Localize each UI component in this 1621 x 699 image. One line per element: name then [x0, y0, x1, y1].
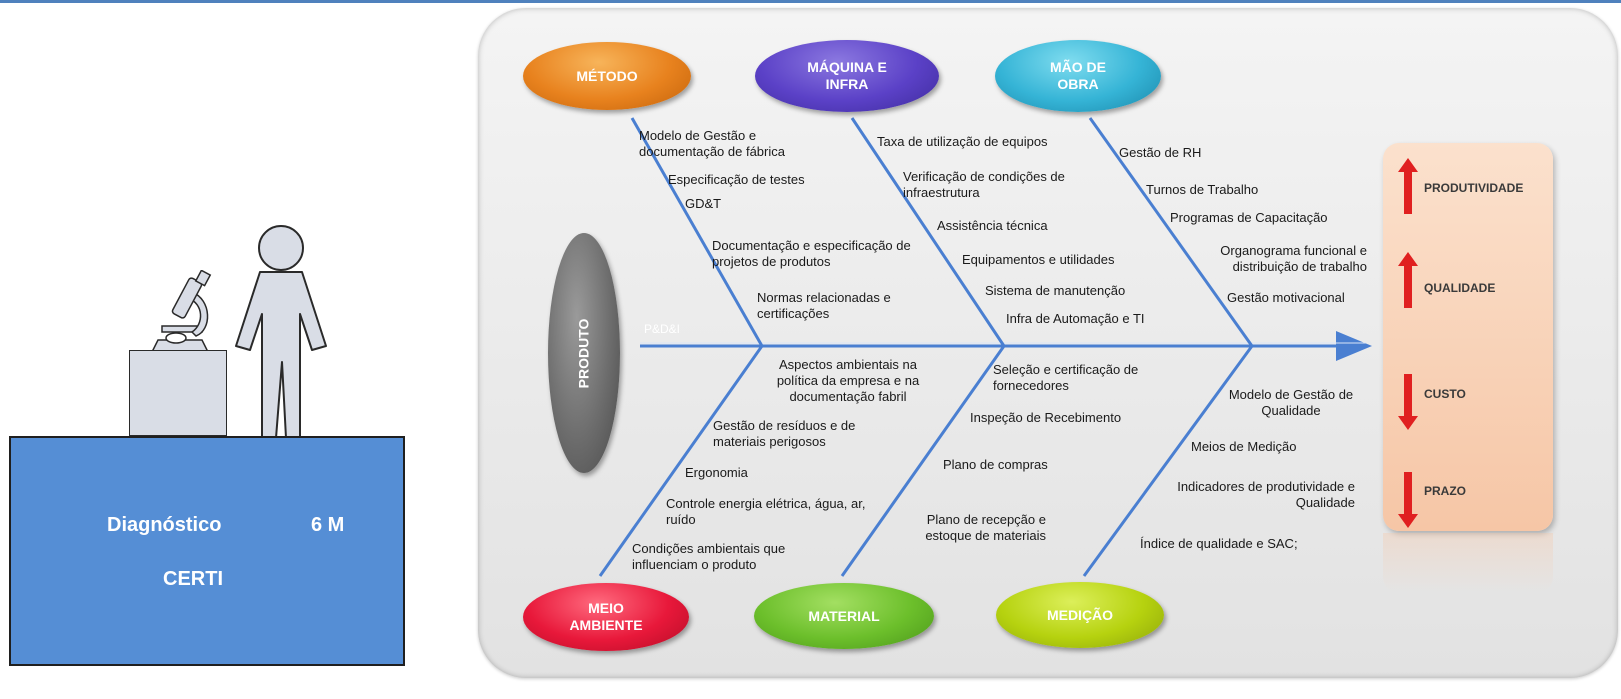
microscope-icon [150, 270, 212, 353]
arrow-down-icon [1398, 472, 1418, 528]
cause-maquina-5: Sistema de manutenção [985, 283, 1126, 298]
category-metodo: MÉTODO [523, 42, 691, 110]
cause-medicao-4: Índice de qualidade e SAC; [1140, 536, 1298, 551]
cause-metodo-1: Modelo de Gestão e documentação de fábri… [639, 128, 785, 159]
lab-bench [129, 350, 227, 436]
cause-material-1: Seleção e certificação de fornecedores [993, 362, 1139, 393]
cause-maquina-6: Infra de Automação e TI [1006, 311, 1145, 326]
cause-meio-4: Controle energia elétrica, água, ar, ruí… [666, 496, 866, 527]
person-icon [235, 225, 327, 439]
platform-title: Diagnóstico [107, 514, 222, 536]
category-produto: PRODUTO [548, 233, 620, 473]
diagnostic-platform: Diagnóstico 6 M CERTI [9, 436, 405, 666]
cause-material-4: Plano de recepção e estoque de materiais [925, 512, 1046, 543]
cause-meio-5: Condições ambientais que influenciam o p… [632, 541, 786, 572]
effect-custo: CUSTO [1424, 387, 1466, 401]
cause-meio-1: Aspectos ambientais na política da empre… [776, 357, 920, 404]
category-mao-de-obra: MÃO DE OBRA [995, 40, 1161, 112]
cause-material-2: Inspeção de Recebimento [970, 410, 1122, 425]
cause-mao-3: Programas de Capacitação [1170, 210, 1328, 225]
cause-metodo-3: GD&T [685, 196, 722, 211]
cause-maquina-1: Taxa de utilização de equipos [877, 134, 1048, 149]
cause-metodo-5: Normas relacionadas e certificações [757, 290, 891, 321]
category-metodo-label: MÉTODO [576, 67, 638, 84]
cause-metodo-2: Especificação de testes [668, 172, 805, 187]
arrow-up-icon [1398, 252, 1418, 308]
cause-medicao-1: Modelo de Gestão de Qualidade [1228, 387, 1354, 418]
category-maquina-label: MÁQUINA E INFRA [807, 59, 887, 92]
cause-metodo-4: Documentação e especificação de projetos… [712, 238, 911, 269]
category-meio-ambiente: MEIO AMBIENTE [523, 583, 689, 651]
cause-mao-2: Turnos de Trabalho [1146, 182, 1259, 197]
effect-produtividade: PRODUTIVIDADE [1424, 181, 1524, 195]
category-medicao-label: MEDIÇÃO [1046, 606, 1114, 623]
category-maquina: MÁQUINA E INFRA [755, 40, 939, 112]
cause-medicao-3: Indicadores de produtividade e Qualidade [1177, 479, 1355, 510]
cause-meio-2: Gestão de resíduos e de materiais perigo… [713, 418, 856, 449]
effects-box-reflection [1383, 533, 1553, 593]
cause-maquina-4: Equipamentos e utilidades [962, 252, 1115, 267]
effect-qualidade: QUALIDADE [1424, 281, 1496, 295]
platform-subtitle: CERTI [163, 568, 223, 590]
cause-medicao-2: Meios de Medição [1191, 439, 1297, 454]
cause-material-3: Plano de compras [943, 457, 1048, 472]
cause-mao-1: Gestão de RH [1119, 145, 1202, 160]
platform-title-6m: 6 M [311, 514, 345, 536]
cause-maquina-3: Assistência técnica [937, 218, 1048, 233]
cause-maquina-2: Verificação de condições de infraestrutu… [903, 169, 1065, 200]
category-produto-label: PRODUTO [575, 318, 592, 388]
arrow-down-icon [1398, 374, 1418, 430]
cause-meio-3: Ergonomia [685, 465, 748, 480]
effect-prazo: PRAZO [1424, 484, 1466, 498]
arrow-up-icon [1398, 158, 1418, 214]
category-medicao: MEDIÇÃO [996, 582, 1164, 648]
cause-mao-5: Gestão motivacional [1227, 290, 1345, 305]
category-material: MATERIAL [754, 583, 934, 649]
cause-mao-4: Organograma funcional e distribuição de … [1220, 243, 1367, 274]
top-border-line [0, 0, 1621, 3]
category-material-label: MATERIAL [808, 607, 880, 624]
category-meio-ambiente-label: MEIO AMBIENTE [569, 600, 643, 633]
category-mao-de-obra-label: MÃO DE OBRA [1050, 59, 1106, 92]
spine-label: P&D&I [644, 322, 681, 336]
